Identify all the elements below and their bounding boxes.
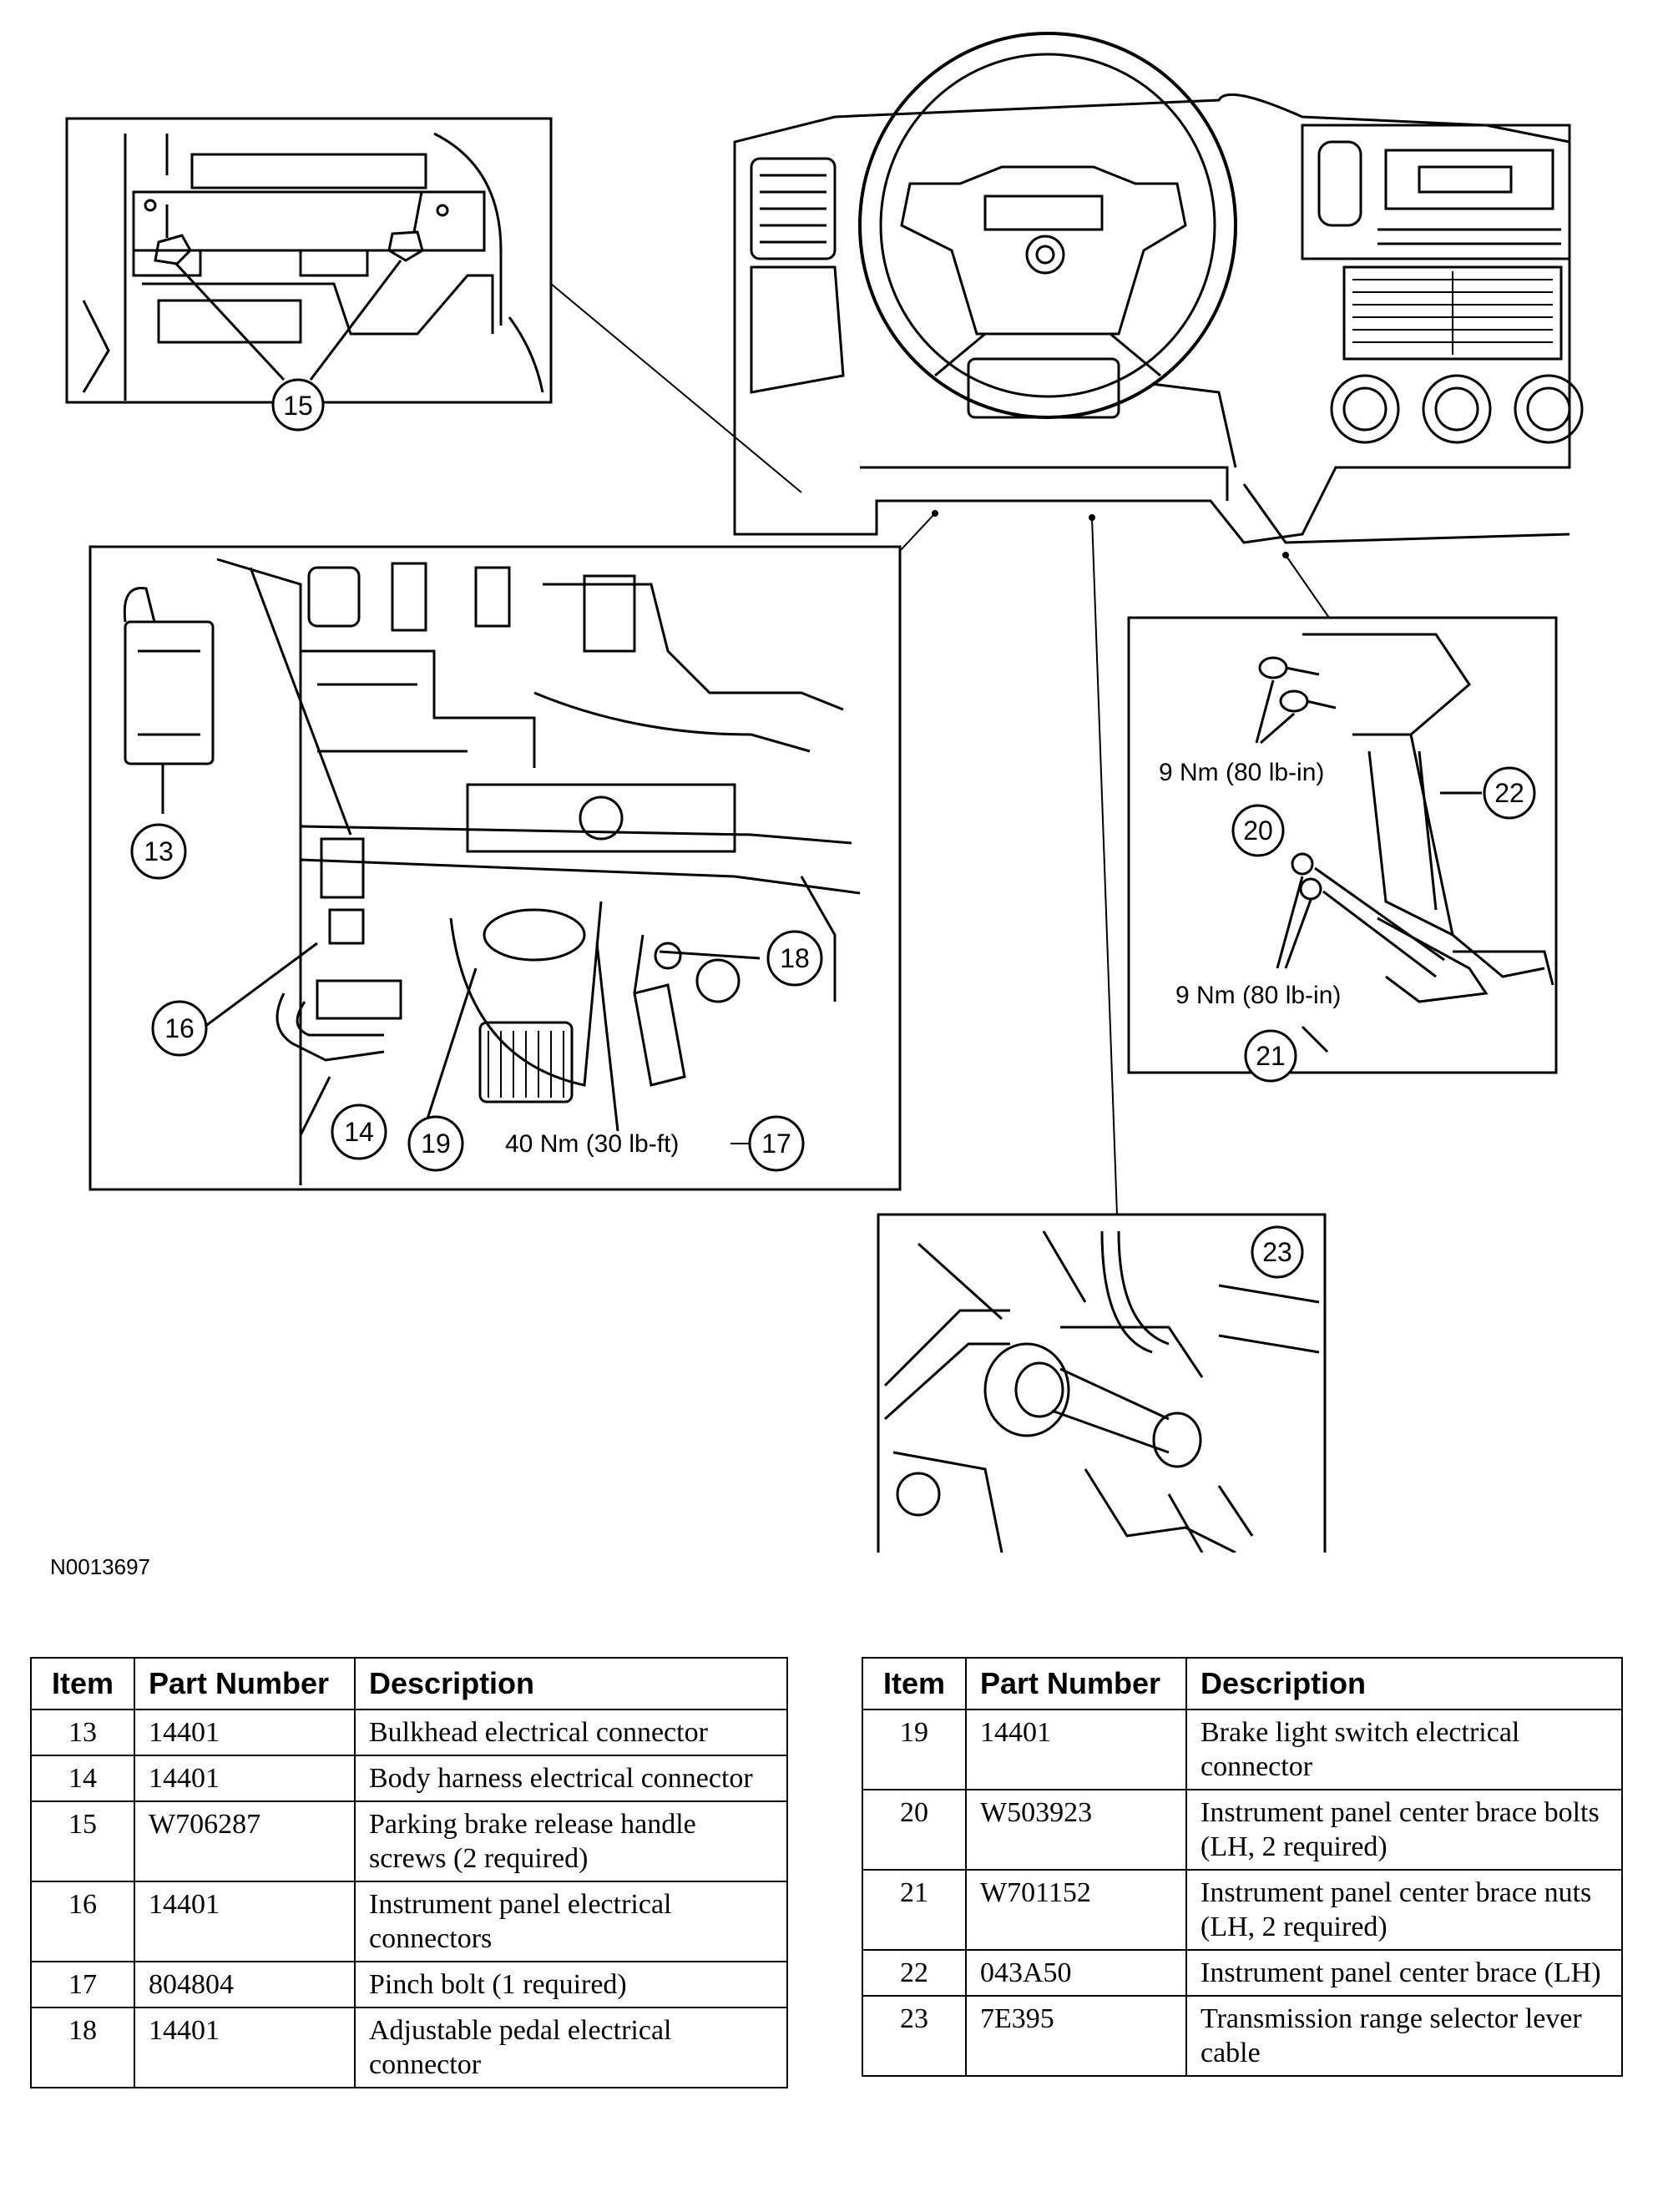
cell-item: 20 [862, 1789, 967, 1871]
table-row: 13 14401 Bulkhead electrical connector [30, 1709, 788, 1756]
table-row: 20 W503923 Instrument panel center brace… [862, 1789, 1623, 1871]
cell-part-number: 043A50 [965, 1949, 1187, 1997]
callout-16-group: 16 [151, 1000, 208, 1057]
table-row: 16 14401 Instrument panel electrical con… [30, 1881, 788, 1962]
cell-part-number: W701152 [965, 1869, 1187, 1951]
cell-description: Transmission range selector lever cable [1185, 1995, 1623, 2077]
callout-18: 18 [780, 943, 810, 973]
table-row: 18 14401 Adjustable pedal electrical con… [30, 2007, 788, 2088]
header-part-number: Part Number [965, 1657, 1187, 1710]
table-header-row: Item Part Number Description [30, 1657, 788, 1710]
cell-item: 18 [30, 2007, 135, 2088]
cell-description: Instrument panel center brace bolts (LH,… [1185, 1789, 1623, 1871]
inset-pedal-area: 13 16 14 19 18 40 Nm (30 lb-ft) 17 [88, 545, 902, 1191]
cell-item: 17 [30, 1961, 135, 2008]
cell-description: Brake light switch electrical connector [1185, 1709, 1623, 1790]
torque-17: 40 Nm (30 lb-ft) [505, 1130, 679, 1158]
cell-part-number: 7E395 [965, 1995, 1187, 2077]
callout-18-group: 18 [766, 930, 823, 987]
service-diagram: 15 [65, 32, 1584, 1553]
cell-description: Parking brake release handle screws (2 r… [354, 1800, 788, 1882]
inset-parking-brake-screws: 15 [65, 117, 553, 432]
inset-center-brace: 9 Nm (80 lb-in) 20 22 9 Nm (80 lb-in) 21 [1127, 552, 1558, 1083]
callout-14: 14 [344, 1117, 374, 1147]
cell-part-number: 14401 [965, 1709, 1187, 1790]
header-item: Item [30, 1657, 135, 1710]
header-description: Description [354, 1657, 788, 1710]
cell-item: 23 [862, 1995, 967, 2077]
cell-description: Instrument panel electrical connectors [354, 1881, 788, 1962]
cell-part-number: W503923 [965, 1789, 1187, 1871]
cell-item: 14 [30, 1755, 135, 1802]
torque-20: 9 Nm (80 lb-in) [1159, 759, 1324, 786]
callout-15: 15 [283, 391, 313, 421]
callout-20: 20 [1243, 816, 1273, 846]
callout-13-group: 13 [130, 823, 187, 880]
callout-13: 13 [144, 836, 174, 866]
table-row: 15 W706287 Parking brake release handle … [30, 1800, 788, 1882]
callout-23: 23 [1262, 1237, 1292, 1267]
cell-item: 13 [30, 1709, 135, 1756]
header-description: Description [1185, 1657, 1623, 1710]
cell-part-number: W706287 [134, 1800, 356, 1882]
cell-part-number: 14401 [134, 2007, 356, 2088]
table-row: 21 W701152 Instrument panel center brace… [862, 1869, 1623, 1951]
cell-item: 16 [30, 1881, 135, 1962]
cell-description: Body harness electrical connector [354, 1755, 788, 1802]
callout-17: 17 [761, 1129, 791, 1159]
callout-16: 16 [164, 1013, 195, 1043]
callout-15-circle [271, 378, 325, 432]
cell-description: Instrument panel center brace nuts (LH, … [1185, 1869, 1623, 1951]
cell-description: Instrument panel center brace (LH) [1185, 1949, 1623, 1997]
parts-table-left: Item Part Number Description 13 14401 Bu… [30, 1657, 788, 2088]
cell-item: 15 [30, 1800, 135, 1882]
cell-item: 19 [862, 1709, 967, 1790]
dashboard-overview [733, 32, 1584, 544]
table-row: 17 804804 Pinch bolt (1 required) [30, 1961, 788, 2008]
torque-21: 9 Nm (80 lb-in) [1175, 982, 1341, 1009]
table-row: 23 7E395 Transmission range selector lev… [862, 1995, 1623, 2077]
table-row: 22 043A50 Instrument panel center brace … [862, 1949, 1623, 1997]
table-row: 19 14401 Brake light switch electrical c… [862, 1709, 1623, 1790]
callout-14-group: 14 [331, 1103, 387, 1160]
table-row: 14 14401 Body harness electrical connect… [30, 1755, 788, 1802]
cell-description: Pinch bolt (1 required) [354, 1961, 788, 2008]
cell-description: Adjustable pedal electrical connector [354, 2007, 788, 2088]
callout-21: 21 [1256, 1041, 1286, 1071]
cell-description: Bulkhead electrical connector [354, 1709, 788, 1756]
cell-item: 22 [862, 1949, 967, 1997]
callout-19-group: 19 [407, 1115, 464, 1172]
header-part-number: Part Number [134, 1657, 356, 1710]
inset-selector-cable: 23 [877, 514, 1327, 1553]
cell-part-number: 14401 [134, 1709, 356, 1756]
cell-part-number: 804804 [134, 1961, 356, 2008]
table-header-row: Item Part Number Description [862, 1657, 1623, 1710]
callout-17-group: 40 Nm (30 lb-ft) 17 [505, 1115, 805, 1172]
cell-part-number: 14401 [134, 1881, 356, 1962]
callout-22: 22 [1494, 778, 1524, 808]
parts-table-right: Item Part Number Description 19 14401 Br… [862, 1657, 1623, 2077]
callout-19: 19 [421, 1129, 451, 1159]
cell-part-number: 14401 [134, 1755, 356, 1802]
header-item: Item [862, 1657, 967, 1710]
cell-item: 21 [862, 1869, 967, 1951]
figure-id: N0013697 [50, 1554, 150, 1579]
